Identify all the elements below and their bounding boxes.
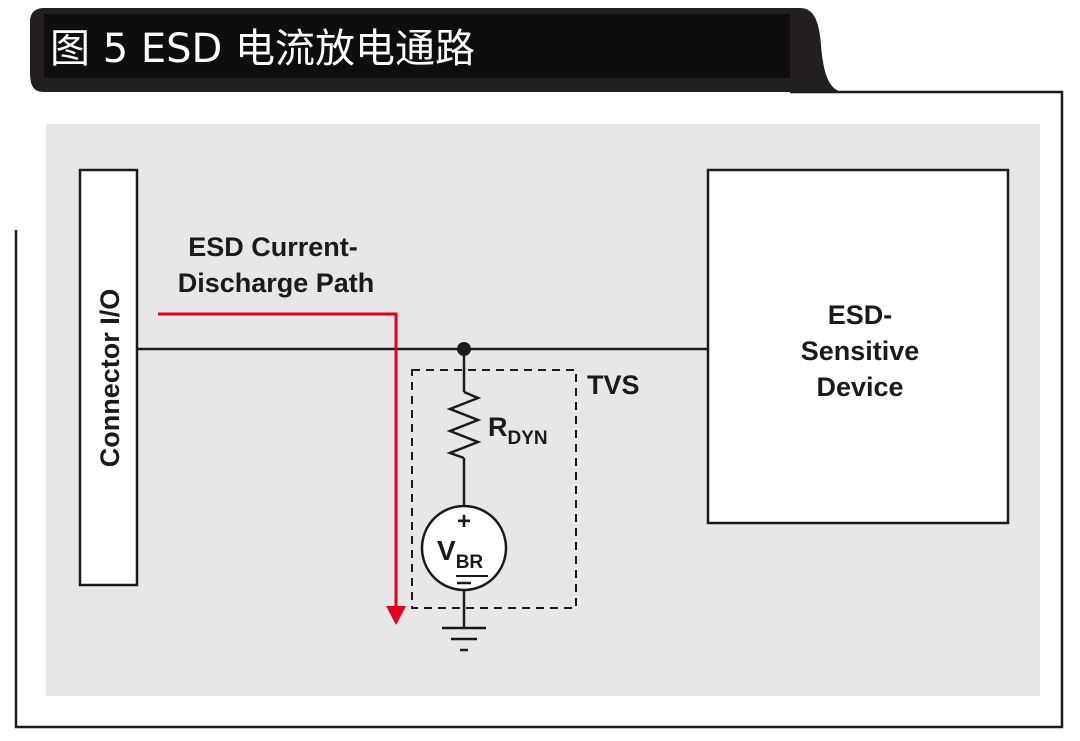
source-label: VBR bbox=[437, 535, 483, 573]
device-label-line3: Device bbox=[816, 372, 903, 402]
esd-path-arrowhead bbox=[386, 606, 406, 625]
tvs-box bbox=[411, 369, 577, 609]
device-label-line2: Sensitive bbox=[801, 336, 920, 366]
title-tab: 图 5 ESD 电流放电通路 bbox=[30, 8, 845, 92]
connector-label: Connector I/O bbox=[95, 289, 125, 468]
connector-box: Connector I/O bbox=[78, 168, 139, 587]
source-plus-sign: + bbox=[457, 508, 471, 535]
figure-frame bbox=[14, 90, 1064, 729]
tvs-circuit bbox=[420, 349, 508, 627]
ground-symbol bbox=[442, 626, 486, 652]
tvs-label: TVS bbox=[587, 370, 640, 400]
esd-sensitive-device-box: ESD- Sensitive Device bbox=[706, 168, 1010, 525]
resistor-rdyn-symbol bbox=[446, 390, 482, 460]
voltage-source-labels: + VBR bbox=[437, 508, 488, 585]
esd-current-path bbox=[158, 312, 406, 625]
device-label-line1: ESD- bbox=[828, 300, 893, 330]
path-label-line2: Discharge Path bbox=[178, 268, 375, 298]
figure-title: 图 5 ESD 电流放电通路 bbox=[50, 26, 475, 72]
resistor-label: RDYN bbox=[488, 412, 548, 449]
path-label-line1: ESD Current- bbox=[188, 232, 358, 262]
